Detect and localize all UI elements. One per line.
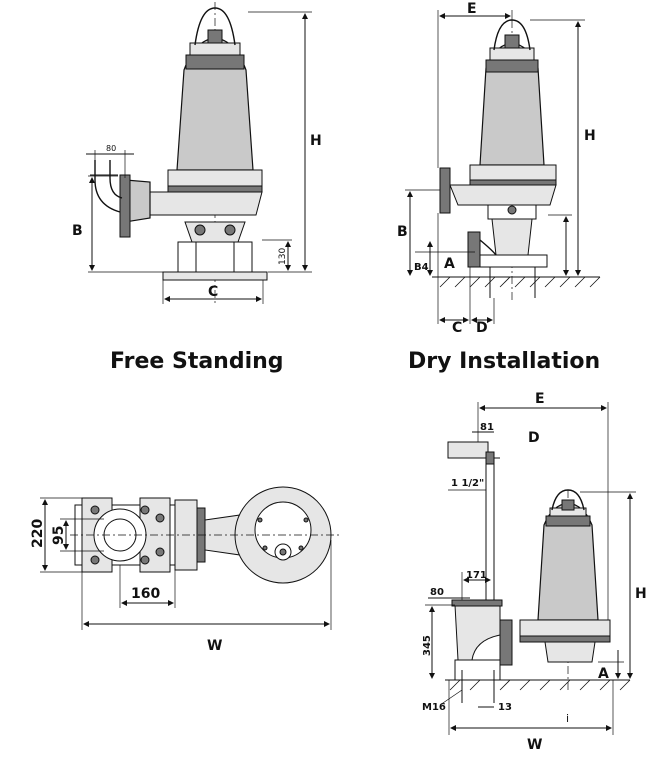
- wet-dim-13: 13: [498, 702, 512, 713]
- free-standing-dim-130: 130: [278, 248, 288, 265]
- dry-dim-H: H: [584, 128, 596, 144]
- dry-dim-C: C: [452, 320, 462, 336]
- dry-dim-D: D: [476, 320, 488, 336]
- dry-dim-B: B: [397, 224, 408, 240]
- dry-dim-A: A: [444, 256, 455, 272]
- wet-dim-W: W: [527, 737, 542, 753]
- dry-ground-hatch: [439, 276, 601, 288]
- wet-dim-D: D: [528, 430, 540, 446]
- free-standing-dim-B: B: [72, 223, 83, 239]
- free-standing-dim-H: H: [310, 133, 322, 149]
- free-standing-pump: [90, 7, 268, 281]
- wet-ground-hatch: [449, 679, 631, 691]
- top-view-dim-W: W: [207, 638, 222, 654]
- wet-installation-view: E 81 D 1 1/2" 171 80 345 H A M16 13: [422, 391, 647, 753]
- top-view: 220 95 160 W: [30, 486, 340, 654]
- dry-installation-title: Dry Installation: [408, 349, 600, 374]
- free-standing-view: H 130 B 80 C: [72, 2, 322, 305]
- wet-dim-E: E: [535, 391, 545, 407]
- dry-dim-B4: B4: [414, 262, 429, 273]
- top-view-dim-220: 220: [30, 519, 46, 548]
- free-standing-dim-80: 80: [106, 144, 116, 153]
- top-view-dim-160: 160: [131, 586, 160, 602]
- free-standing-dim-C: C: [208, 284, 218, 300]
- top-view-dim-95: 95: [51, 526, 67, 545]
- wet-dim-pipe: 1 1/2": [451, 478, 484, 489]
- wet-dim-M16: M16: [422, 702, 446, 713]
- wet-dim-80: 80: [430, 587, 444, 598]
- dry-dim-E: E: [467, 1, 477, 17]
- wet-dim-171: 171: [466, 570, 487, 581]
- free-standing-title: Free Standing: [110, 349, 284, 374]
- wet-dim-81: 81: [480, 422, 494, 433]
- wet-dim-A: A: [598, 666, 609, 682]
- wet-dim-345: 345: [422, 635, 433, 656]
- wet-dim-H: H: [635, 586, 647, 602]
- dry-installation-view: E H B B4 A C D: [397, 1, 601, 336]
- wet-dim-i: i: [566, 712, 569, 725]
